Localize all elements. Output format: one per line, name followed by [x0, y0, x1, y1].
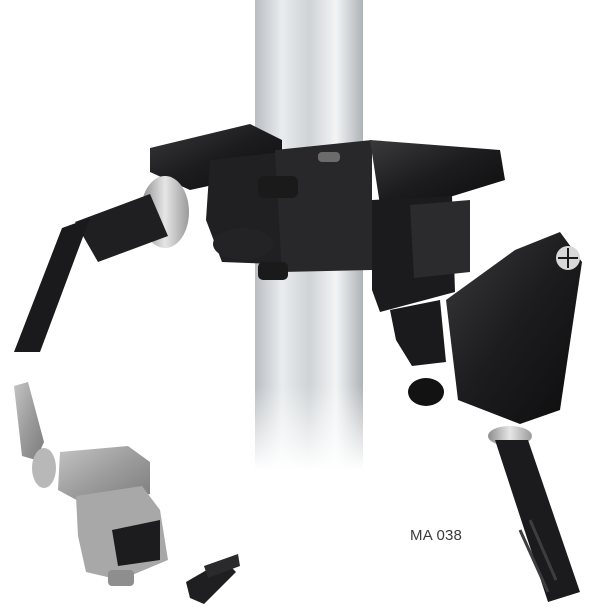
model-caption: MA 038	[410, 527, 463, 544]
secondary-grey-clamp	[14, 382, 240, 604]
primary-double-clamp	[14, 124, 582, 602]
